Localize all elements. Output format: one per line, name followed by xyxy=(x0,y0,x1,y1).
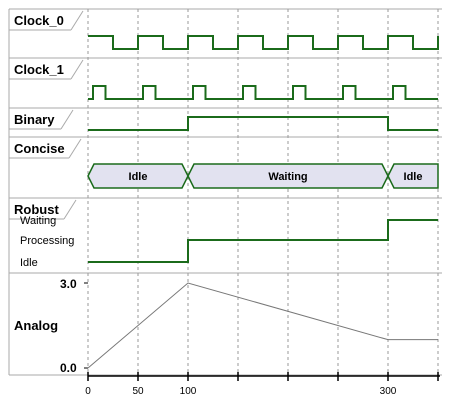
robust-state-label: Idle xyxy=(20,257,38,269)
lane-label-analog: Analog xyxy=(14,318,58,333)
concise-segment xyxy=(387,163,439,189)
concise-segment-label: Idle xyxy=(404,171,423,183)
signal-robust xyxy=(88,219,438,263)
lane-label-binary: Binary xyxy=(14,112,55,127)
time-axis-label: 100 xyxy=(180,386,197,397)
lane-label-concise: Concise xyxy=(14,141,65,156)
signal-analog xyxy=(87,282,438,369)
lane-label-robust: Robust xyxy=(14,202,59,217)
lane-label-slant xyxy=(70,10,84,31)
concise-segment-label: Idle xyxy=(129,171,148,183)
robust-state-label: Waiting xyxy=(20,215,56,227)
robust-state-label: Processing xyxy=(20,235,74,247)
lane-label-slant xyxy=(70,59,84,80)
time-axis-label: 0 xyxy=(85,386,91,397)
signal-clock0 xyxy=(88,35,439,50)
analog-max-label: 3.0 xyxy=(60,277,77,291)
lane-label-clock0: Clock_0 xyxy=(14,13,64,28)
time-axis-label: 50 xyxy=(132,386,144,397)
lane-label-slant xyxy=(68,138,82,159)
signal-binary xyxy=(88,116,438,131)
lane-label-clock1: Clock_1 xyxy=(14,62,64,77)
analog-min-label: 0.0 xyxy=(60,361,77,375)
signal-clock1 xyxy=(88,85,438,100)
time-axis-label: 300 xyxy=(380,386,397,397)
lane-label-slant xyxy=(63,199,77,220)
lane-label-slant xyxy=(60,109,74,130)
concise-segment-label: Waiting xyxy=(268,171,307,183)
